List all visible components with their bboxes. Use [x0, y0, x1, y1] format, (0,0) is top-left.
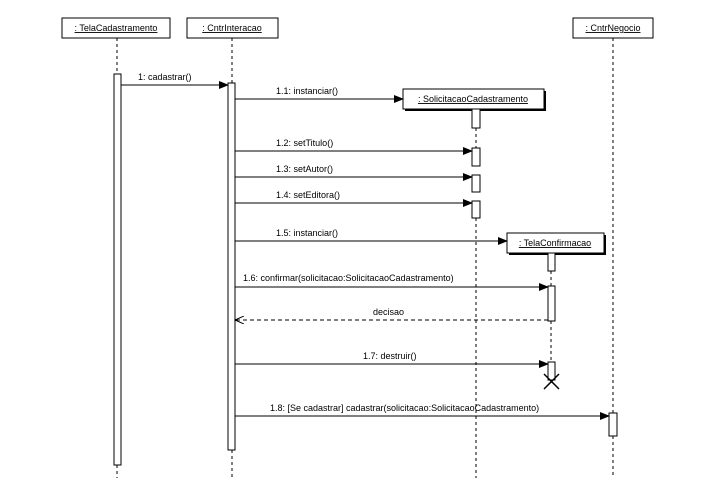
- message-label: 1.7: destruir(): [363, 351, 417, 361]
- message-set-editora: 1.4: setEditora(): [235, 190, 473, 207]
- message-confirmar: 1.6: confirmar(solicitacao:SolicitacaoCa…: [235, 273, 549, 291]
- object-solicitacao-cadastramento: : SolicitacaoCadastramento: [402, 88, 546, 111]
- object-label: : CntrInteracao: [202, 23, 262, 33]
- message-label: 1.4: setEditora(): [276, 190, 340, 200]
- object-label: : TelaConfirmacao: [519, 238, 591, 248]
- activation-cntr-negocio: [608, 412, 618, 437]
- activation-tela-confirmacao-3: [547, 361, 556, 381]
- message-cadastrar-negocio: 1.8: [Se cadastrar] cadastrar(solicitaca…: [235, 403, 610, 420]
- object-label: : CntrNegocio: [585, 23, 640, 33]
- activation-solicitacao-2: [471, 147, 481, 167]
- message-label: 1.6: confirmar(solicitacao:SolicitacaoCa…: [243, 273, 454, 283]
- message-set-autor: 1.3: setAutor(): [235, 164, 473, 181]
- message-label: 1.8: [Se cadastrar] cadastrar(solicitaca…: [270, 403, 539, 413]
- message-label: 1.3: setAutor(): [276, 164, 333, 174]
- message-cadastrar: 1: cadastrar(): [121, 72, 229, 89]
- activation-tela-confirmacao-2: [547, 285, 556, 322]
- message-label: 1.1: instanciar(): [276, 86, 338, 96]
- activation-cntr-interacao: [227, 82, 236, 451]
- activation-tela-confirmacao-1: [547, 252, 556, 272]
- object-cntr-interacao: : CntrInteracao: [186, 17, 279, 39]
- object-tela-cadastramento: : TelaCadastramento: [61, 17, 171, 39]
- message-label: decisao: [373, 307, 404, 317]
- message-label: 1: cadastrar(): [138, 72, 192, 82]
- activation-solicitacao-1: [471, 108, 481, 129]
- object-cntr-negocio: : CntrNegocio: [572, 17, 654, 39]
- activation-solicitacao-3: [471, 174, 481, 193]
- object-label: : SolicitacaoCadastramento: [418, 94, 528, 104]
- object-tela-confirmacao: : TelaConfirmacao: [506, 232, 606, 255]
- message-instanciar-confirmacao: 1.5: instanciar(): [235, 228, 508, 245]
- message-destruir: 1.7: destruir(): [235, 351, 549, 368]
- activation-tela-cadastramento: [113, 73, 122, 466]
- activation-solicitacao-4: [471, 200, 481, 219]
- destroy-x-icon: [543, 373, 560, 390]
- message-instanciar-solicitacao: 1.1: instanciar(): [235, 86, 404, 103]
- message-decisao-return: decisao: [235, 307, 548, 320]
- object-label: : TelaCadastramento: [75, 23, 158, 33]
- message-label: 1.2: setTitulo(): [276, 138, 333, 148]
- message-label: 1.5: instanciar(): [276, 228, 338, 238]
- message-set-titulo: 1.2: setTitulo(): [235, 138, 473, 155]
